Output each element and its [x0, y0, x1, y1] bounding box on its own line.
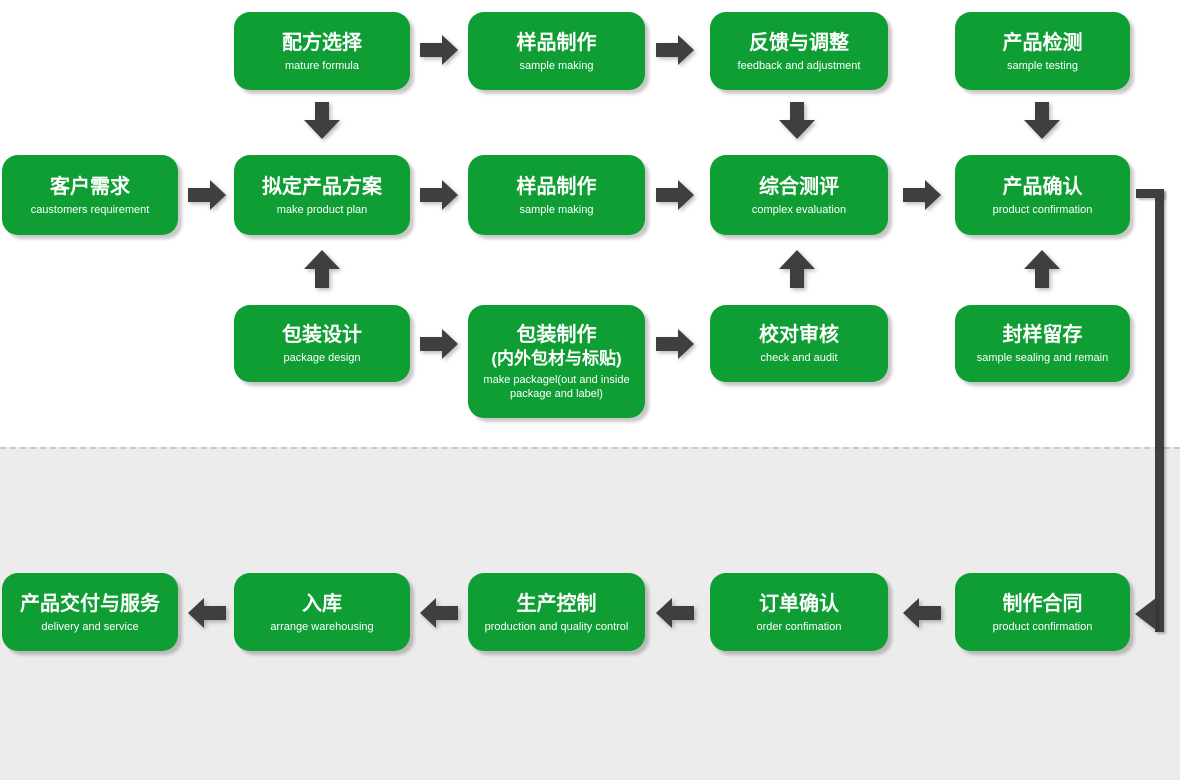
node-subtitle: package design	[283, 352, 361, 364]
node-title: 拟定产品方案	[262, 175, 382, 198]
node-title: 产品确认	[1002, 175, 1083, 198]
node-subtitle: make packagel(out and inside package and…	[483, 374, 630, 400]
node-contract-making: 制作合同 product confirmation	[955, 573, 1130, 651]
node-title: 包装设计	[282, 324, 362, 346]
arrow-up-icon	[779, 250, 815, 288]
node-title: 配方选择	[282, 31, 362, 54]
node-sample-making-1: 样品制作 sample making	[468, 12, 645, 90]
node-customer-requirement: 客户需求 caustomers requirement	[2, 155, 178, 235]
arrow-up-icon	[1024, 250, 1060, 288]
node-title: 综合测评	[759, 175, 839, 198]
node-package-design: 包装设计 package design	[234, 305, 410, 382]
arrow-right-icon	[188, 180, 226, 210]
node-subtitle: production and quality control	[484, 620, 629, 633]
connector-line-vertical	[1155, 189, 1164, 632]
connector-arrow-left-icon	[1135, 598, 1156, 630]
node-subtitle: caustomers requirement	[30, 203, 150, 216]
node-title: 包装制作	[516, 324, 597, 346]
node-subtitle: order confimation	[756, 620, 842, 633]
arrow-down-icon	[304, 102, 340, 140]
node-subtitle: arrange warehousing	[270, 620, 374, 633]
node-title: 订单确认	[759, 592, 839, 615]
node-product-confirmation: 产品确认 product confirmation	[955, 155, 1130, 235]
node-check-audit: 校对审核 check and audit	[710, 305, 888, 382]
node-package-making: 包装制作 (内外包材与标贴) make packagel(out and ins…	[468, 305, 645, 418]
node-product-plan: 拟定产品方案 make product plan	[234, 155, 410, 235]
arrow-up-icon	[304, 250, 340, 288]
arrow-right-icon	[420, 35, 458, 65]
node-subtitle: sample testing	[1007, 59, 1078, 72]
arrow-left-icon	[420, 598, 458, 628]
node-feedback-adjustment: 反馈与调整 feedback and adjustment	[710, 12, 888, 90]
node-title: 产品交付与服务	[20, 592, 160, 615]
node-subtitle: make product plan	[276, 203, 368, 216]
node-subtitle: feedback and adjustment	[737, 59, 861, 72]
node-subtitle: delivery and service	[41, 620, 139, 633]
arrow-left-icon	[656, 598, 694, 628]
node-title: 产品检测	[1002, 31, 1083, 54]
node-title: 入库	[302, 592, 342, 615]
arrow-right-icon	[420, 329, 458, 359]
node-title: 样品制作	[516, 175, 597, 198]
arrow-right-icon	[656, 35, 694, 65]
node-product-testing: 产品检测 sample testing	[955, 12, 1130, 90]
arrow-down-icon	[779, 102, 815, 140]
node-title: 封样留存	[1002, 324, 1083, 346]
node-title: 客户需求	[50, 175, 130, 198]
node-subtitle: sample sealing and remain	[976, 352, 1109, 364]
node-delivery-service: 产品交付与服务 delivery and service	[2, 573, 178, 651]
arrow-right-icon	[420, 180, 458, 210]
node-order-confirmation: 订单确认 order confimation	[710, 573, 888, 651]
node-title: 样品制作	[516, 31, 597, 54]
arrow-right-icon	[656, 329, 694, 359]
node-production-control: 生产控制 production and quality control	[468, 573, 645, 651]
node-complex-evaluation: 综合测评 complex evaluation	[710, 155, 888, 235]
node-subtitle: mature formula	[285, 59, 359, 72]
arrow-left-icon	[188, 598, 226, 628]
node-title: 生产控制	[516, 592, 597, 615]
node-sample-making-2: 样品制作 sample making	[468, 155, 645, 235]
node-title: 反馈与调整	[749, 31, 849, 54]
node-subtitle: complex evaluation	[751, 203, 847, 216]
node-warehousing: 入库 arrange warehousing	[234, 573, 410, 651]
arrow-right-icon	[903, 180, 941, 210]
arrow-down-icon	[1024, 102, 1060, 140]
node-subtitle: sample making	[519, 59, 594, 72]
node-subtitle: sample making	[519, 203, 594, 216]
connector-line-horizontal	[1136, 189, 1164, 198]
arrow-right-icon	[656, 180, 694, 210]
node-formula-selection: 配方选择 mature formula	[234, 12, 410, 90]
node-subtitle: product confirmation	[992, 620, 1093, 633]
node-subtitle: check and audit	[760, 352, 838, 364]
node-title-line2: (内外包材与标贴)	[491, 349, 622, 368]
node-subtitle: product confirmation	[992, 203, 1093, 216]
node-sample-sealing: 封样留存 sample sealing and remain	[955, 305, 1130, 382]
node-title: 校对审核	[759, 324, 839, 346]
node-title: 制作合同	[1002, 592, 1083, 615]
arrow-left-icon	[903, 598, 941, 628]
